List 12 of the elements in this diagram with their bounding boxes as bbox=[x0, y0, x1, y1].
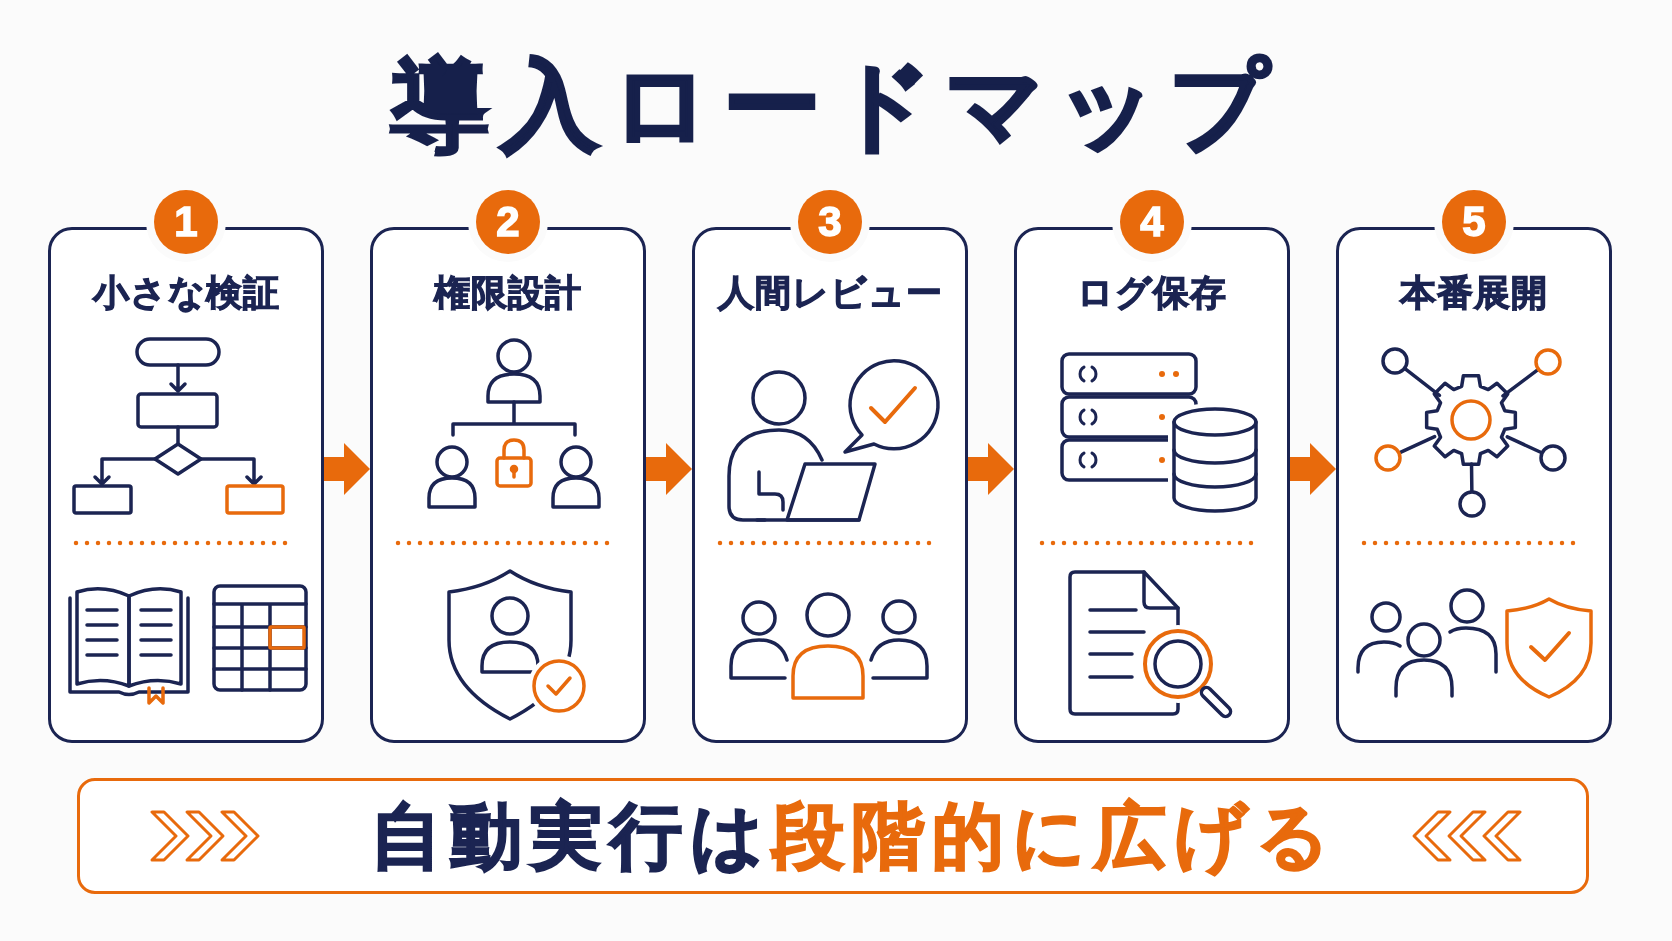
step-title: 本番展開 bbox=[1400, 271, 1548, 315]
banner-text: 自動実行は bbox=[370, 800, 772, 872]
arrow bbox=[1290, 443, 1336, 495]
step-title: 小さな検証 bbox=[92, 271, 280, 315]
arrow bbox=[646, 443, 692, 495]
title: 導入ロードマップ bbox=[391, 56, 1281, 154]
arrow bbox=[968, 443, 1014, 495]
banner bbox=[77, 778, 1589, 894]
step-title: 権限設計 bbox=[434, 271, 582, 315]
arrow bbox=[324, 443, 370, 495]
step-title: ログ保存 bbox=[1077, 271, 1227, 315]
step-title: 人間レビュー bbox=[717, 271, 943, 315]
